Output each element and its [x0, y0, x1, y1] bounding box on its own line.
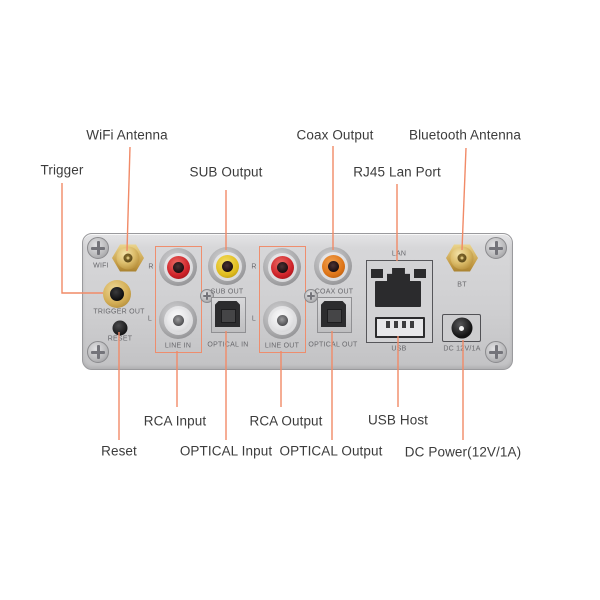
- callout-rca-output: RCA Output: [249, 413, 323, 429]
- rca-red-ring: [270, 255, 294, 279]
- callout-coax-output: Coax Output: [296, 127, 374, 143]
- callout-sub-output: SUB Output: [189, 164, 263, 180]
- rca-hole: [276, 314, 288, 326]
- rca-ring: [318, 251, 348, 281]
- callout-optical-output: OPTICAL Output: [279, 443, 383, 459]
- sma-pin: [126, 256, 130, 260]
- rca-ring: [267, 305, 297, 335]
- channel-label-r: R: [148, 263, 154, 271]
- callout-trigger: Trigger: [40, 162, 84, 178]
- callout-reset: Reset: [101, 443, 137, 459]
- optical-in-label: OPTICAL IN: [207, 341, 249, 349]
- channel-label-r: R: [251, 263, 257, 271]
- rca-hole: [172, 314, 184, 326]
- panel-screw-icon: [304, 289, 318, 303]
- optical-in-port: [211, 297, 246, 333]
- callout-bluetooth-antenna: Bluetooth Antenna: [408, 127, 522, 143]
- line-in-label: LINE IN: [164, 342, 192, 350]
- dc-pinhole: [459, 325, 464, 331]
- toslink-core: [327, 309, 342, 323]
- line-out-label: LINE OUT: [264, 342, 300, 350]
- callout-wifi-antenna: WiFi Antenna: [86, 127, 168, 143]
- callout-dc-power: DC Power(12V/1A): [404, 444, 522, 460]
- rca-jack-line-in-l: [159, 301, 197, 339]
- rca-hole: [276, 261, 288, 273]
- rca-red-ring: [166, 255, 190, 279]
- callout-usb-host: USB Host: [367, 412, 429, 428]
- dc-label: DC 12V/1A: [443, 345, 481, 353]
- trigger-hole: [110, 287, 124, 301]
- rca-hole: [327, 260, 339, 272]
- bt-port-label: BT: [457, 281, 467, 289]
- rj45-port: [366, 260, 433, 343]
- usb-contact: [386, 321, 390, 328]
- callout-optical-input: OPTICAL Input: [179, 443, 273, 459]
- rca-ring: [163, 252, 193, 282]
- sma-pin: [460, 256, 464, 260]
- callout-rj45-lan-port: RJ45 Lan Port: [353, 164, 441, 180]
- lan-label: LAN: [391, 250, 407, 258]
- panel-screw-icon: [200, 289, 214, 303]
- callout-rca-input: RCA Input: [143, 413, 207, 429]
- toslink-core: [221, 309, 236, 323]
- rca-white-ring: [166, 308, 190, 332]
- rj45-led: [371, 269, 383, 278]
- channel-label-l: L: [251, 315, 257, 323]
- coax-out-jack: [314, 247, 352, 285]
- corner-screw-icon: [87, 237, 109, 259]
- wifi-port-label: WIFI: [93, 262, 109, 270]
- corner-screw-icon: [485, 237, 507, 259]
- rca-ring: [212, 251, 242, 281]
- rca-white-ring: [270, 308, 294, 332]
- device-panel: WIFI TRIGGER OUT RESET R L LINE IN SUB O…: [82, 233, 513, 370]
- dc-power-jack: [442, 314, 481, 342]
- rj45-socket: [375, 281, 421, 307]
- bluetooth-antenna-connector: [446, 244, 478, 272]
- usb-label: USB: [391, 345, 407, 353]
- rca-ring: [267, 252, 297, 282]
- trigger-out-jack: [103, 280, 131, 308]
- rca-jack-line-out-l: [263, 301, 301, 339]
- rca-yellow-ring: [215, 254, 239, 278]
- reset-button: [112, 320, 128, 336]
- rj45-tab: [387, 268, 410, 282]
- optical-out-label: OPTICAL OUT: [308, 341, 358, 349]
- trigger-out-label: TRIGGER OUT: [93, 308, 145, 316]
- corner-screw-icon: [87, 341, 109, 363]
- usb-contact: [402, 321, 406, 328]
- wifi-antenna-connector: [112, 244, 144, 272]
- usb-contact: [394, 321, 398, 328]
- rca-hole: [221, 260, 233, 272]
- channel-label-l: L: [147, 315, 153, 323]
- corner-screw-icon: [485, 341, 507, 363]
- reset-label: RESET: [107, 335, 133, 343]
- rca-ring: [163, 305, 193, 335]
- rca-hole: [172, 261, 184, 273]
- rca-jack-line-in-r: [159, 248, 197, 286]
- optical-out-port: [317, 297, 352, 333]
- sub-out-label: SUB OUT: [210, 288, 244, 296]
- sub-out-jack: [208, 247, 246, 285]
- usb-port: [375, 317, 425, 338]
- rca-jack-line-out-r: [263, 248, 301, 286]
- coax-out-label: COAX OUT: [314, 288, 354, 296]
- rca-orange-ring: [321, 254, 345, 278]
- usb-contact: [410, 321, 414, 328]
- rj45-led: [414, 269, 426, 278]
- dc-barrel: [451, 317, 472, 339]
